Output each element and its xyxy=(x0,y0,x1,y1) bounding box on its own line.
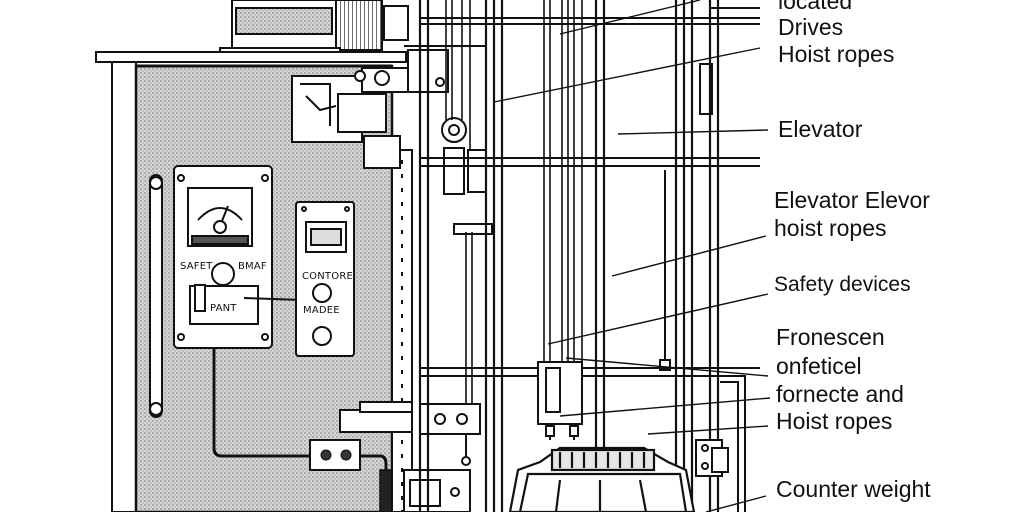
panel-bmaf-label: BMAF xyxy=(238,261,267,272)
label-elevator-elevor: Elevator Elevor xyxy=(774,187,930,213)
leader-lines xyxy=(493,0,771,512)
shaft-wall xyxy=(339,149,481,512)
hoist-ropes xyxy=(445,0,583,404)
label-fornecte-and: fornecte and xyxy=(776,381,904,407)
label-safety-devices: Safety devices xyxy=(774,273,911,296)
control-panel xyxy=(295,201,355,357)
label-hoist-ropes-mid: hoist ropes xyxy=(774,215,887,241)
panel-contore-label: CONTORE xyxy=(302,271,353,282)
guide-rails xyxy=(418,0,720,512)
panel-safet-label: SAFET xyxy=(180,261,213,272)
label-fronescen: Fronescen xyxy=(776,324,885,350)
drive-machine xyxy=(219,0,409,55)
sheave-assembly xyxy=(291,49,493,235)
label-hoist-ropes-bottom: Hoist ropes xyxy=(776,408,893,434)
label-located: located xyxy=(778,0,853,14)
label-elevator: Elevator xyxy=(778,116,863,142)
label-onfeticel: onfeticel xyxy=(776,353,862,379)
counterweight-bracket xyxy=(695,439,729,477)
safety-panel xyxy=(173,165,305,349)
panel-pant-label: PANT xyxy=(210,303,237,314)
elevator-car xyxy=(508,446,696,512)
panel-madee-label: MADEE xyxy=(303,305,340,316)
label-hoist-ropes-top: Hoist ropes xyxy=(778,41,895,67)
label-drives: Drives xyxy=(778,14,844,40)
label-counter-weight: Counter weight xyxy=(776,476,931,502)
safety-device xyxy=(537,361,583,440)
